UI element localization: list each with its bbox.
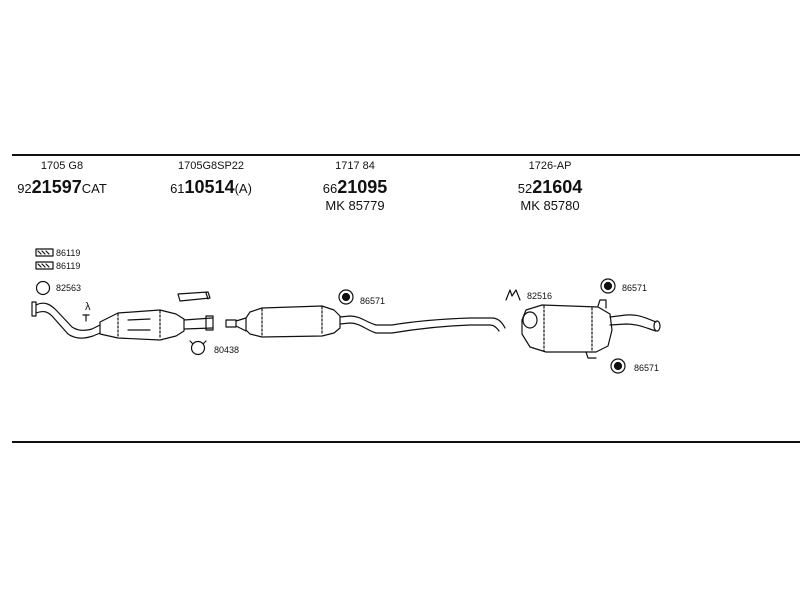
front-pipe-section — [177, 291, 211, 302]
downpipe — [35, 302, 101, 339]
part-number: 6110514(A) — [170, 177, 252, 197]
header-code: 1705G8SP22 — [177, 160, 245, 172]
lambda-label: λ — [85, 301, 91, 313]
catalytic-converter — [99, 309, 185, 341]
header-middle-silencer: 1717 84 6621095 MK 85779 — [305, 160, 405, 213]
tailpipe — [609, 314, 657, 332]
gasket-icon — [35, 280, 51, 296]
clip-icon — [505, 289, 521, 301]
hanger-icon — [600, 278, 616, 294]
clamp-icon — [35, 261, 54, 270]
middle-silencer — [245, 305, 341, 338]
header-code: 1705 G8 — [40, 160, 84, 172]
mounting-kit: MK 85779 — [325, 198, 385, 213]
gasket-label: 82563 — [56, 283, 82, 293]
part-number: 6621095 — [322, 177, 388, 197]
top-rule — [12, 154, 800, 156]
header-front-pipe: 1705G8SP22 6110514(A) — [158, 160, 264, 197]
header-catalyst: 1705 G8 9221597CAT — [12, 160, 112, 197]
bottom-rule — [12, 441, 800, 443]
hanger-label: 86571 — [622, 283, 648, 293]
header-code: 1726-AP — [528, 160, 572, 172]
rear-silencer-inlet — [522, 311, 538, 329]
mounting-kit: MK 85780 — [520, 198, 580, 213]
header-code: 1717 84 — [335, 160, 375, 172]
hanger-label: 86571 — [634, 363, 660, 373]
part-number: 9221597CAT — [17, 177, 107, 197]
hanger-icon — [610, 358, 626, 374]
clamp-label: 86119 — [56, 261, 81, 271]
middle-pipe — [339, 315, 506, 334]
clamp-label: 86119 — [56, 248, 81, 258]
header-rear-silencer: 1726-AP 5221604 MK 85780 — [500, 160, 600, 213]
clip-label: 82516 — [527, 291, 553, 301]
clamp-icon — [35, 248, 54, 257]
hanger-label: 86571 — [360, 296, 386, 306]
lambda-sensor-icon — [82, 314, 90, 322]
ring-label: 80438 — [214, 345, 240, 355]
rear-silencer — [521, 304, 613, 353]
downpipe-flange — [31, 301, 37, 317]
ring-icon — [189, 340, 207, 356]
hanger-icon — [338, 289, 354, 305]
part-number: 5221604 — [517, 177, 583, 197]
